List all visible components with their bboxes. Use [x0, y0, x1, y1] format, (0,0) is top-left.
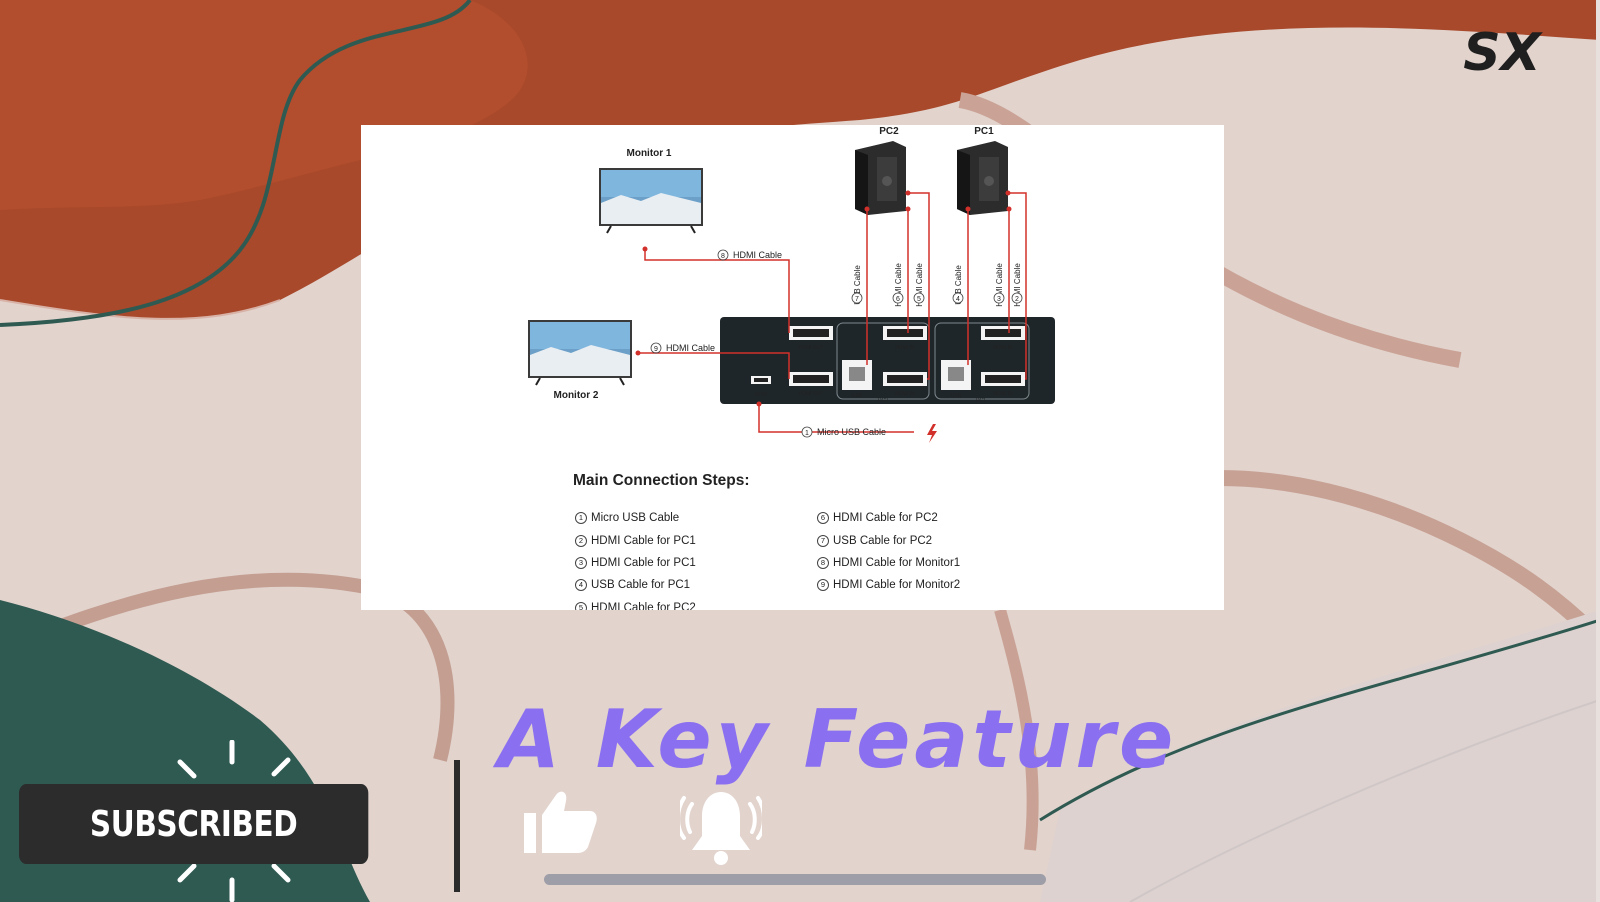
step-number: 8 — [817, 556, 829, 569]
connection-diagram-card: Monitor 1 Monitor 2 PC2 PC1 — [361, 125, 1224, 610]
power-icon — [927, 424, 937, 443]
port-label-hdmi-in-pc1-top: HDMI IN — [993, 345, 1013, 351]
step-text: HDMI Cable for PC1 — [591, 534, 696, 547]
pc2-tower-icon — [855, 141, 906, 215]
kvm-connection-diagram: Monitor 1 Monitor 2 PC2 PC1 — [528, 126, 1055, 443]
vertical-cable-number-badge — [952, 292, 964, 304]
vertical-cable-number-badge — [1011, 292, 1023, 304]
vertical-cable-label: HDMI Cable — [894, 263, 903, 307]
vertical-cable-label: USB Cable — [954, 265, 963, 305]
steps-title: Main Connection Steps: — [573, 472, 750, 489]
port-label-hdmi-in-pc2-bottom: HDMI IN — [895, 391, 915, 397]
port-label-in-5v: IN 5V — [755, 392, 768, 398]
cable8-num: 8 — [721, 253, 725, 260]
cable9-num: 9 — [654, 346, 658, 353]
vertical-cable-number: 2 — [1015, 296, 1019, 303]
step-text: HDMI Cable for PC2 — [833, 512, 938, 525]
logo-text: SX — [1463, 26, 1543, 76]
port-label-hdmi-in-pc1-bottom: HDMI IN — [993, 391, 1013, 397]
divider-bar — [454, 760, 460, 892]
step-number: 9 — [817, 579, 829, 592]
vertical-cable-label: HDMI Cable — [995, 263, 1004, 307]
step-item: 5 HDMI Cable for PC2 — [575, 597, 815, 610]
port-label-hdmi-out-top: HDMI OUT — [799, 345, 824, 351]
step-number: 6 — [817, 512, 829, 525]
port-label-usb-pc1: USB — [951, 393, 962, 399]
step-text: HDMI Cable for Monitor1 — [833, 556, 961, 569]
group-label-pc2: PC2 — [878, 398, 888, 404]
step-item: 2 HDMI Cable for PC1 — [575, 529, 815, 551]
steps-list-right: 6 HDMI Cable for PC2 7 USB Cable for PC2 8… — [817, 507, 1057, 597]
vertical-cable-label: HDMI Cable — [1013, 263, 1022, 307]
step-number: 5 — [575, 601, 587, 610]
step-text: HDMI Cable for PC1 — [591, 556, 696, 569]
vertical-cable-number: 6 — [896, 296, 900, 303]
step-number: 3 — [575, 556, 587, 569]
vertical-cable-number: 7 — [855, 296, 859, 303]
step-text: Micro USB Cable — [591, 512, 680, 525]
step-text: USB Cable for PC2 — [833, 534, 933, 547]
bell-icon[interactable] — [680, 786, 762, 870]
cable9-label: HDMI Cable — [666, 343, 715, 353]
subscribe-button[interactable]: SUBSCRIBED — [19, 784, 369, 864]
feature-heading: A Key Feature — [498, 693, 1178, 786]
pc1-tower-icon — [957, 141, 1008, 215]
pc2-label: PC2 — [879, 126, 899, 137]
vertical-cable-label: USB Cable — [853, 265, 862, 305]
step-item: 6 HDMI Cable for PC2 — [817, 507, 1057, 529]
monitor2-icon — [528, 320, 632, 386]
cables — [638, 192, 1027, 433]
step-item: 7 USB Cable for PC2 — [817, 529, 1057, 551]
cable8-label: HDMI Cable — [733, 250, 782, 260]
step-text: USB Cable for PC1 — [591, 579, 691, 592]
step-item: 3 HDMI Cable for PC1 — [575, 552, 815, 574]
cable1-label: Micro USB Cable — [817, 427, 886, 437]
kvm-switch: HDMI OUT HDMI OUT IN 5V USB HDMI IN HDMI… — [720, 317, 1055, 404]
vertical-cable-label: HDMI Cable — [915, 263, 924, 307]
video-progress-scrubber[interactable] — [544, 874, 1046, 885]
port-label-usb-pc2: USB — [852, 393, 863, 399]
step-item: 1 Micro USB Cable — [575, 507, 815, 529]
port-label-hdmi-in-pc2-top: HDMI IN — [895, 345, 915, 351]
step-number: 1 — [575, 512, 587, 525]
monitor1-label: Monitor 1 — [627, 148, 672, 159]
step-number: 7 — [817, 534, 829, 547]
step-item: 8 HDMI Cable for Monitor1 — [817, 552, 1057, 574]
step-text: HDMI Cable for PC2 — [591, 601, 696, 610]
step-item: 9 HDMI Cable for Monitor2 — [817, 574, 1057, 596]
cable1-num: 1 — [805, 430, 809, 437]
port-label-hdmi-out-bottom: HDMI OUT — [799, 391, 824, 397]
step-item: 4 USB Cable for PC1 — [575, 574, 815, 596]
step-number: 4 — [575, 579, 587, 592]
vertical-cable-number-badge — [892, 292, 904, 304]
step-text: HDMI Cable for Monitor2 — [833, 579, 961, 592]
vertical-cable-number: 3 — [997, 296, 1001, 303]
vertical-cable-number-badge — [851, 292, 863, 304]
thumbs-up-icon[interactable] — [520, 785, 600, 855]
monitor1-icon — [599, 168, 703, 234]
step-number: 2 — [575, 534, 587, 547]
monitor2-label: Monitor 2 — [554, 390, 599, 401]
vertical-cable-number: 4 — [956, 296, 960, 303]
vertical-cable-number-badge — [993, 292, 1005, 304]
vertical-cable-number-badge — [913, 292, 925, 304]
channel-logo: SX — [1463, 26, 1543, 76]
pc1-label: PC1 — [974, 126, 994, 137]
group-label-pc1: PC1 — [976, 398, 986, 404]
vertical-cable-number: 5 — [917, 296, 921, 303]
